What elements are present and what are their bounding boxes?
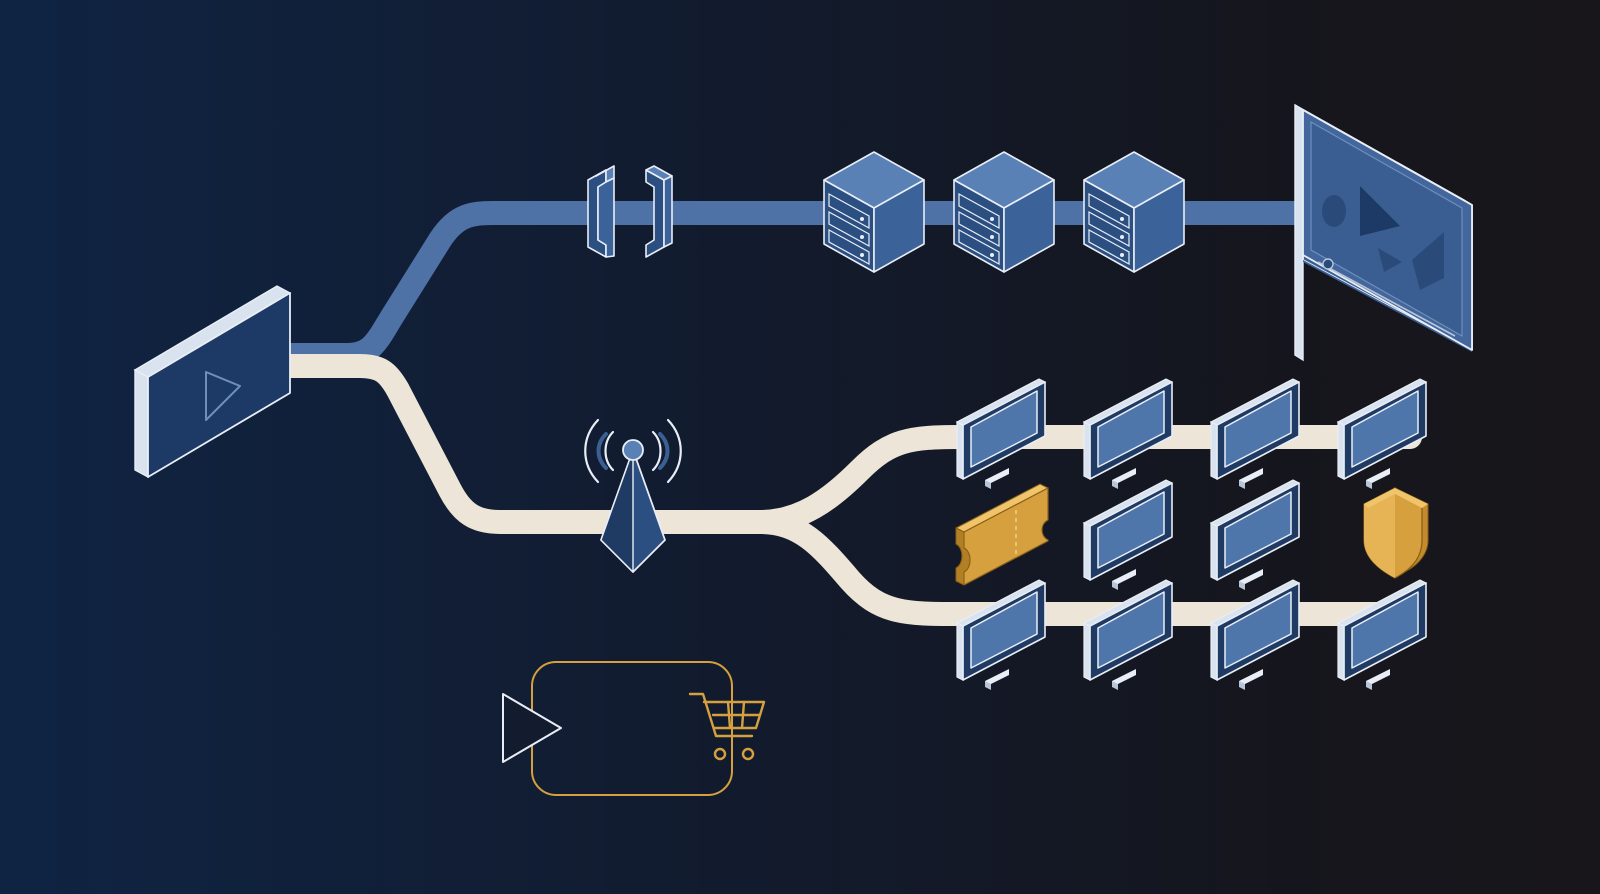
monitor-icon <box>1083 579 1173 691</box>
monitor-icon <box>956 579 1046 691</box>
ticket-icon <box>954 483 1050 586</box>
shield-icon <box>1363 486 1429 579</box>
monitor-icon <box>1083 479 1173 591</box>
shopping-cart-icon <box>688 692 766 761</box>
monitor-icon <box>1210 479 1300 591</box>
code-brackets-icon <box>587 165 673 258</box>
server-cube-icon <box>823 151 925 273</box>
monitor-icon <box>956 378 1046 490</box>
broadcast-antenna-icon <box>584 418 682 573</box>
video-play-panel-icon <box>133 285 292 479</box>
server-cube-icon <box>953 151 1055 273</box>
monitor-icon <box>1210 378 1300 490</box>
monitor-icon <box>1337 579 1427 691</box>
video-player-display-icon <box>1294 103 1473 362</box>
premium-path <box>278 200 1312 367</box>
monitor-icon <box>1083 378 1173 490</box>
server-cube-icon <box>1083 151 1185 273</box>
broadcast-path <box>278 354 1422 626</box>
monitor-icon <box>1210 579 1300 691</box>
play-cart-loop-icon <box>502 661 766 796</box>
monitor-icon <box>1337 378 1427 490</box>
